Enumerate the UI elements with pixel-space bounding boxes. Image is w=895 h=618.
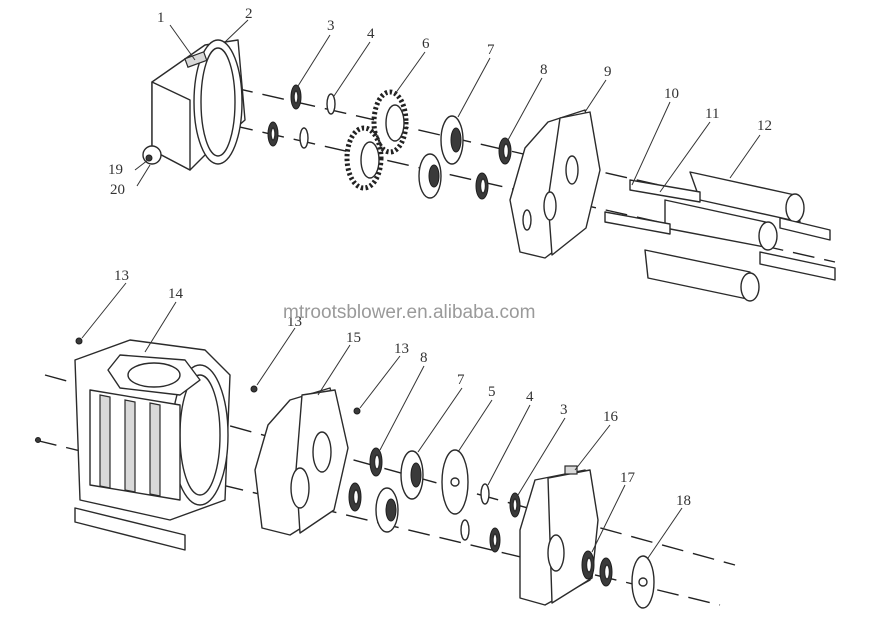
callout-3: 3 (327, 18, 335, 34)
callout-9: 9 (604, 64, 612, 80)
callout-7: 7 (487, 42, 495, 58)
callout-14: 14 (168, 286, 184, 302)
callout-1: 1 (157, 10, 165, 26)
callout-7-b: 7 (457, 372, 465, 388)
callout-5: 5 (488, 384, 496, 400)
callout-13-b: 13 (287, 314, 302, 330)
part-gear-cover (142, 39, 246, 171)
callout-2: 2 (245, 6, 253, 22)
callout-13-a: 13 (114, 268, 129, 284)
part-seals-bottom (460, 483, 521, 553)
part-outer-seals (581, 550, 655, 609)
part-end-plate (509, 109, 601, 259)
part-end-plate-bottom (254, 387, 349, 536)
callout-20: 20 (110, 182, 125, 198)
callouts-top: 1 2 3 4 6 7 8 9 10 11 12 19 20 (108, 6, 772, 198)
leader-lines (81, 19, 761, 559)
callout-11: 11 (705, 106, 719, 122)
callout-19: 19 (108, 162, 123, 178)
callout-15: 15 (346, 330, 361, 346)
callout-6: 6 (422, 36, 430, 52)
part-bolts (35, 337, 361, 443)
part-oil-cover (519, 465, 599, 606)
watermark-text: mtrootsblower.en.alibaba.com (283, 302, 535, 323)
part-rotors (604, 171, 836, 302)
callout-17: 17 (620, 470, 636, 486)
part-seals-top (267, 84, 336, 149)
callout-8: 8 (540, 62, 548, 78)
callout-16: 16 (603, 409, 619, 425)
part-bearings-bottom (348, 447, 469, 533)
callout-13-c: 13 (394, 341, 409, 357)
callout-10: 10 (664, 86, 679, 102)
part-oil-seals-top (475, 137, 512, 200)
callout-4: 4 (367, 26, 375, 42)
callout-3-b: 3 (560, 402, 568, 418)
callouts-bottom: 13 14 13 15 13 8 7 5 4 3 16 17 18 (114, 268, 691, 509)
part-timing-gears (344, 89, 409, 191)
callout-12: 12 (757, 118, 772, 134)
part-bearings-top (418, 115, 464, 199)
callout-18: 18 (676, 493, 691, 509)
callout-8-b: 8 (420, 350, 428, 366)
callout-4-b: 4 (526, 389, 534, 405)
part-casing (74, 339, 231, 551)
